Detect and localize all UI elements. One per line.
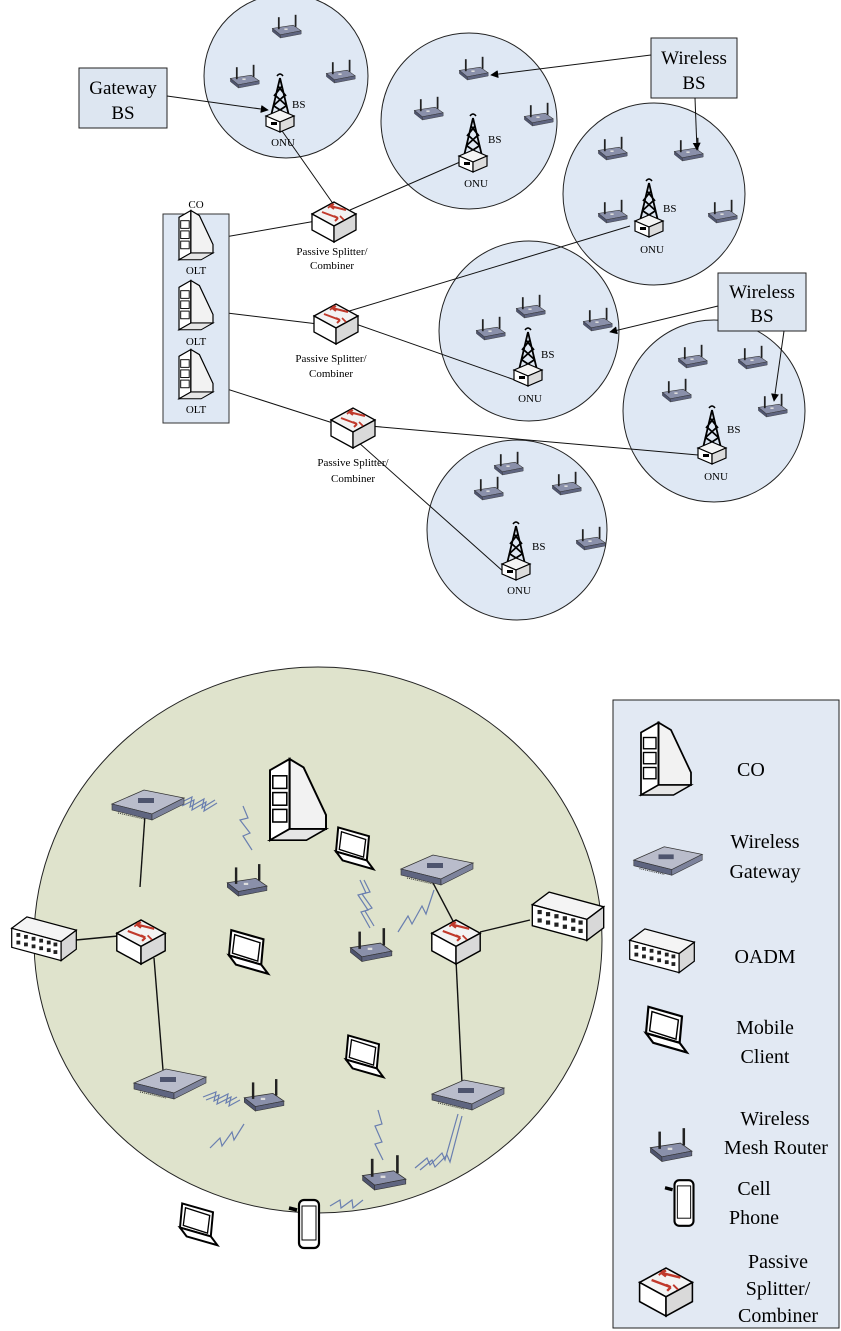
gateway-bs-label-1: Gateway [89,78,157,99]
olt-1-label: OLT [186,265,207,277]
legend-client-label-2: Client [741,1046,790,1068]
legend-splitter-label-2: Splitter/ [746,1278,811,1300]
wireless-bs-2-label-2: BS [750,306,773,327]
onu-5-label: ONU [704,471,728,483]
splitter-3-label-2: Combiner [331,473,375,485]
gateway-bs-label-2: BS [111,103,134,124]
bottom-diagram [11,666,605,1250]
cell-4 [438,240,620,422]
onu-3-label: ONU [640,244,664,256]
bs-4-label: BS [541,349,554,361]
wireless-arrow-2a [609,305,719,335]
splitter-1-label-1: Passive Splitter/ [296,246,368,258]
olt-2-label: OLT [186,336,207,348]
gateway-bs-box [78,67,168,129]
splitter-3-icon [330,407,376,449]
wireless-bs-box-1 [650,37,738,99]
legend-phone-label-2: Phone [729,1207,779,1229]
wired-links [75,814,531,1084]
splitter-1-icon [311,201,357,243]
fiber-links [201,127,699,574]
legend: CO Wireless Gateway OADM Mobile Client W… [612,699,840,1329]
splitter-2-label-2: Combiner [309,368,353,380]
onu-1-label: ONU [271,137,295,149]
legend-mesh-label-2: Mesh Router [724,1137,828,1159]
onu-4-label: ONU [518,393,542,405]
cell-1 [203,0,369,159]
legend-oadm-label: OADM [734,946,795,968]
wireless-bs-1-label-1: Wireless [661,48,727,69]
bs-5-label: BS [727,424,740,436]
splitter-3-label-1: Passive Splitter/ [317,457,389,469]
bs-6-label: BS [532,541,545,553]
wireless-links [179,795,463,1210]
wireless-bs-1-label-2: BS [682,73,705,94]
gateway-arrow [166,95,269,113]
legend-mesh-label-1: Wireless [740,1108,809,1130]
wireless-bs-box-2 [717,272,807,332]
bs-3-label: BS [663,203,676,215]
legend-co-label: CO [737,759,765,781]
top-diagram: CO OLT OLT OLT Passive Splitter/ Combine… [78,0,807,621]
laptop-icon [179,1202,219,1247]
bs-1-label: BS [292,99,305,111]
bs-2-label: BS [488,134,501,146]
wireless-bs-2-label-1: Wireless [729,282,795,303]
legend-splitter-label-3: Combiner [738,1305,818,1327]
cell-3 [562,102,746,286]
legend-phone-label-1: Cell [737,1178,771,1200]
wireless-arrow-1a [490,54,652,79]
onu-6-label: ONU [507,585,531,597]
wireless-arrow-1b [692,97,701,151]
legend-gateway-label-1: Wireless [730,831,799,853]
olt-3-label: OLT [186,404,207,416]
splitter-1-label-2: Combiner [310,260,354,272]
cell-2 [380,32,558,210]
wireless-arrow-2b [771,330,785,402]
legend-gateway-label-2: Gateway [729,861,800,883]
onu-2-label: ONU [464,178,488,190]
legend-splitter-label-1: Passive [748,1251,808,1273]
splitter-2-label-1: Passive Splitter/ [295,353,367,365]
co-label: CO [188,199,203,211]
legend-client-label-1: Mobile [736,1017,794,1039]
